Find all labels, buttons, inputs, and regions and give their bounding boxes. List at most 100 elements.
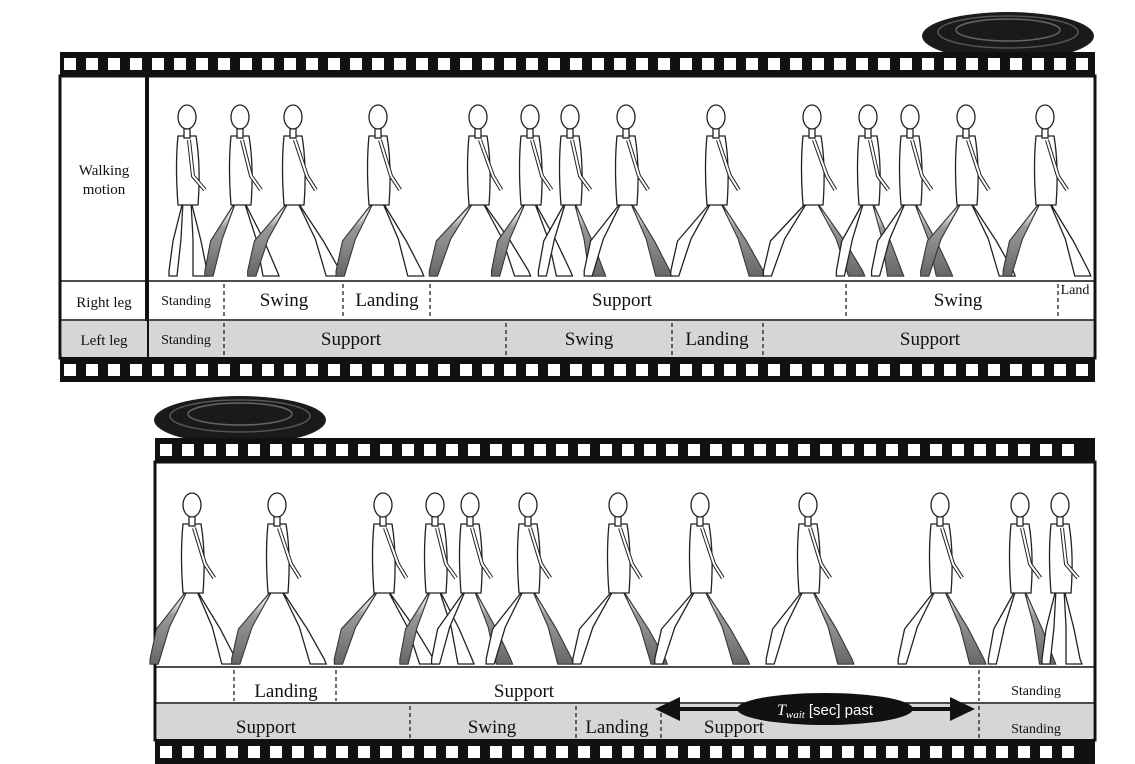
sprocket-hole [248, 444, 260, 456]
right-leg-header: Right leg [76, 295, 132, 311]
l2-phase-support-2: Support [704, 717, 765, 738]
sprocket-hole [768, 58, 780, 70]
sprocket-hole [468, 444, 480, 456]
l2-phase-swing: Swing [468, 717, 517, 738]
figure-torso [267, 524, 290, 593]
l1-phase-standing: Standing [161, 333, 211, 348]
sprocket-hole [416, 58, 428, 70]
sprocket-hole [666, 746, 678, 758]
l1-phase-support-2: Support [900, 329, 961, 350]
sprocket-hole [314, 444, 326, 456]
sprocket-hole [614, 58, 626, 70]
sprocket-hole [226, 746, 238, 758]
sprocket-hole [996, 444, 1008, 456]
sprocket-hole [988, 364, 1000, 376]
sprocket-hole [790, 58, 802, 70]
sprocket-hole [856, 58, 868, 70]
sprocket-hole [1062, 444, 1074, 456]
figure-torso [956, 136, 979, 205]
sprocket-hole [130, 364, 142, 376]
sprocket-hole [446, 746, 458, 758]
sprocket-hole [152, 364, 164, 376]
sprocket-hole [952, 444, 964, 456]
figure-head [617, 105, 635, 129]
sprocket-hole [886, 746, 898, 758]
sprocket-hole [952, 746, 964, 758]
sprocket-hole [526, 364, 538, 376]
sprocket-hole [724, 58, 736, 70]
sprocket-hole [776, 746, 788, 758]
sprocket-hole [534, 746, 546, 758]
sprocket-hole [908, 746, 920, 758]
figure-torso [182, 524, 205, 593]
sprocket-hole [688, 746, 700, 758]
sprocket-hole [622, 444, 634, 456]
sprocket-hole [592, 58, 604, 70]
sprocket-hole [658, 58, 670, 70]
walking-header-line1: Walking [79, 163, 130, 179]
figure-head [374, 493, 392, 517]
figure-head [931, 493, 949, 517]
sprocket-hole [600, 444, 612, 456]
walking-header-line2: motion [83, 182, 126, 198]
sprocket-hole [1062, 746, 1074, 758]
sprocket-hole [820, 444, 832, 456]
sprocket-hole [798, 444, 810, 456]
r1-phase-landing: Landing [355, 290, 419, 311]
sprocket-hole [922, 58, 934, 70]
sprocket-hole [372, 58, 384, 70]
sprocket-hole [592, 364, 604, 376]
sprocket-hole [710, 444, 722, 456]
figure-head [707, 105, 725, 129]
figure-head [231, 105, 249, 129]
sprocket-hole [878, 58, 890, 70]
figure-torso [930, 524, 953, 593]
r1-phase-swing-2: Swing [934, 290, 983, 311]
sprocket-hole [248, 746, 260, 758]
sprocket-hole [482, 58, 494, 70]
sprocket-hole [1054, 364, 1066, 376]
sprocket-hole [724, 364, 736, 376]
figure-head [268, 493, 286, 517]
figure-torso [608, 524, 631, 593]
sprocket-hole [878, 364, 890, 376]
sprocket-hole [600, 746, 612, 758]
sprocket-hole [966, 58, 978, 70]
figure-head [1011, 493, 1029, 517]
sprocket-hole [1054, 58, 1066, 70]
sprocket-hole [270, 444, 282, 456]
sprocket-hole [328, 364, 340, 376]
sprocket-hole [864, 444, 876, 456]
figure-head [461, 493, 479, 517]
l2-phase-support: Support [236, 717, 297, 738]
sprocket-hole [240, 364, 252, 376]
figure-head [691, 493, 709, 517]
sprocket-hole [644, 444, 656, 456]
r1-phase-support: Support [592, 290, 653, 311]
figure-head [859, 105, 877, 129]
sprocket-hole [1040, 444, 1052, 456]
sprocket-hole [182, 746, 194, 758]
sprocket-hole [864, 746, 876, 758]
sprocket-hole [182, 444, 194, 456]
l1-phase-swing: Swing [565, 329, 614, 350]
figure-head [178, 105, 196, 129]
sprocket-hole [218, 58, 230, 70]
sprocket-hole [284, 58, 296, 70]
r1-phase-swing: Swing [260, 290, 309, 311]
sprocket-hole [1010, 58, 1022, 70]
sprocket-hole [680, 364, 692, 376]
r1-phase-standing: Standing [161, 294, 211, 309]
figure-head [803, 105, 821, 129]
sprocket-hole [1040, 746, 1052, 758]
sprocket-hole [944, 58, 956, 70]
sprocket-hole [908, 444, 920, 456]
figure-head [284, 105, 302, 129]
sprocket-hole [108, 364, 120, 376]
sprocket-hole [966, 364, 978, 376]
sprocket-hole [460, 58, 472, 70]
sprocket-hole [1010, 364, 1022, 376]
sprocket-hole [614, 364, 626, 376]
sprocket-hole [380, 746, 392, 758]
sprocket-hole [548, 58, 560, 70]
